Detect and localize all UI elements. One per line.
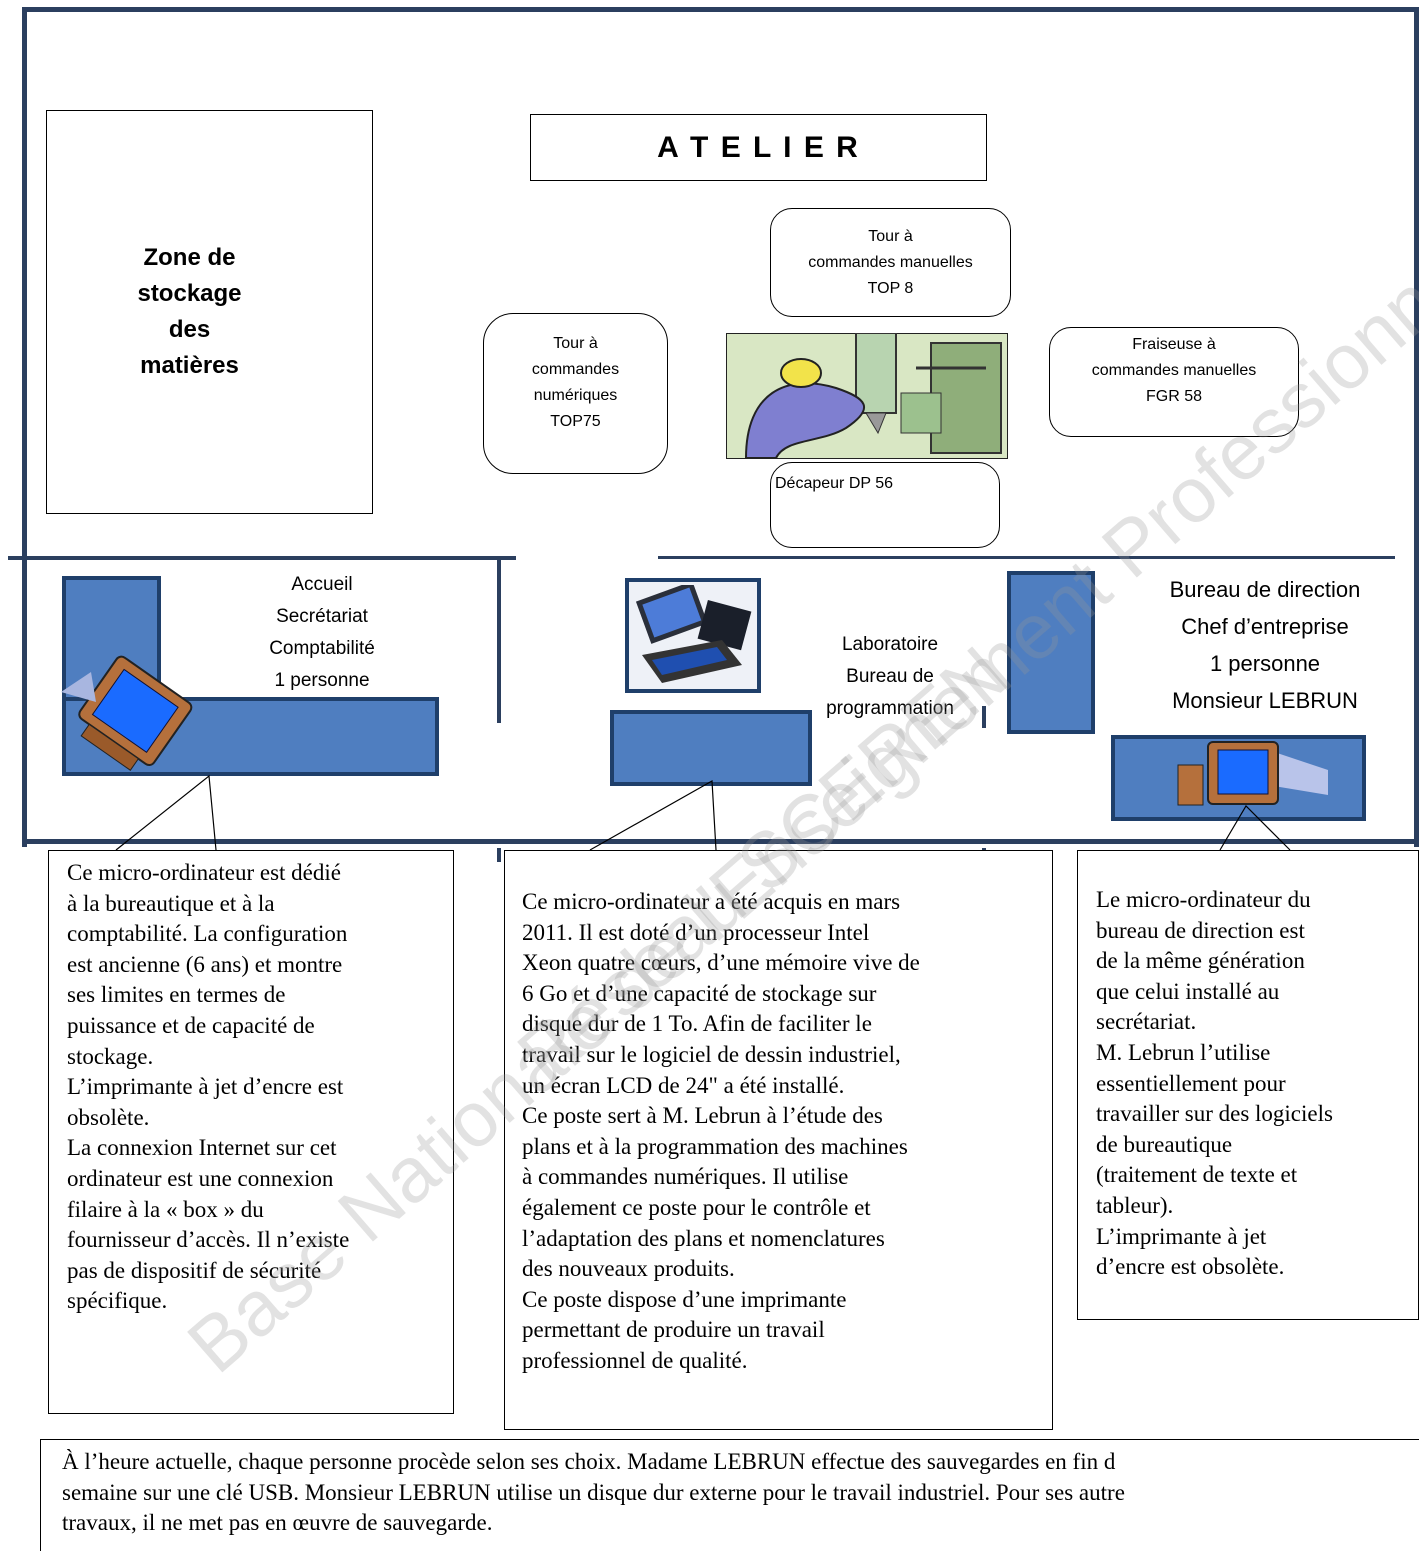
machine-tour-numerique-label: Tour à commandes numériques TOP75 — [531, 334, 620, 430]
callout-secretariat — [48, 850, 454, 1414]
desk-direction-vertical — [1007, 571, 1095, 734]
pointer-laboratoire — [589, 780, 717, 851]
atelier-title: A T E L I E R — [657, 130, 860, 164]
wall-top — [22, 7, 1419, 12]
office-wall-1 — [497, 560, 501, 723]
callout-direction — [1077, 850, 1419, 1320]
bottom-note — [40, 1439, 1419, 1551]
pointer-direction — [1219, 805, 1291, 851]
room-label-accueil: Accueil Secrétariat Comptabilité 1 perso… — [269, 574, 375, 691]
callout-laboratoire — [504, 850, 1053, 1430]
machine-fraiseuse-label: Fraiseuse à commandes manuelles FGR 58 — [1091, 336, 1257, 405]
workstation-icon — [635, 585, 752, 683]
storage-zone-label: Zone de stockage des matières — [137, 244, 242, 379]
desk-laboratoire — [610, 710, 812, 786]
machine-decapeur: Décapeur DP 56 — [770, 462, 1000, 548]
office-wall-2-stub — [982, 706, 986, 728]
machine-tour-manuel: Tour à commandes manuelles TOP 8 — [770, 208, 1011, 317]
pointer-secretariat — [115, 774, 217, 851]
direction-computer-icon — [1177, 741, 1328, 806]
callout-laboratoire-text: Ce micro-ordinateur a été acquis en mars… — [522, 889, 920, 1373]
office-wall-1-stub — [497, 848, 501, 862]
callout-direction-text: Le micro-ordinateur du bureau de directi… — [1096, 887, 1333, 1280]
computer-icon — [61, 655, 193, 771]
partition-left — [8, 556, 516, 560]
machine-tour-manuel-label: Tour à commandes manuelles TOP 8 — [808, 227, 973, 297]
wall-bottom — [22, 839, 1419, 844]
machine-fraiseuse: Fraiseuse à commandes manuelles FGR 58 — [1049, 327, 1299, 437]
partition-right — [658, 556, 1395, 559]
machine-tour-numerique: Tour à commandes numériques TOP75 — [483, 313, 668, 474]
room-label-direction: Bureau de direction Chef d’entreprise 1 … — [1169, 577, 1361, 713]
wall-right — [1414, 7, 1419, 847]
machine-decapeur-label: Décapeur DP 56 — [775, 475, 893, 492]
wall-left — [22, 7, 27, 847]
atelier-title-box: A T E L I E R — [530, 114, 987, 181]
bottom-note-text: À l’heure actuelle, chaque personne proc… — [62, 1449, 1125, 1536]
room-label-laboratoire: Laboratoire Bureau de programmation — [826, 634, 954, 719]
callout-secretariat-text: Ce micro-ordinateur est dédié à la burea… — [67, 860, 350, 1314]
storage-zone: Zone de stockage des matières — [46, 110, 373, 514]
machinist-clipart — [726, 333, 1008, 459]
